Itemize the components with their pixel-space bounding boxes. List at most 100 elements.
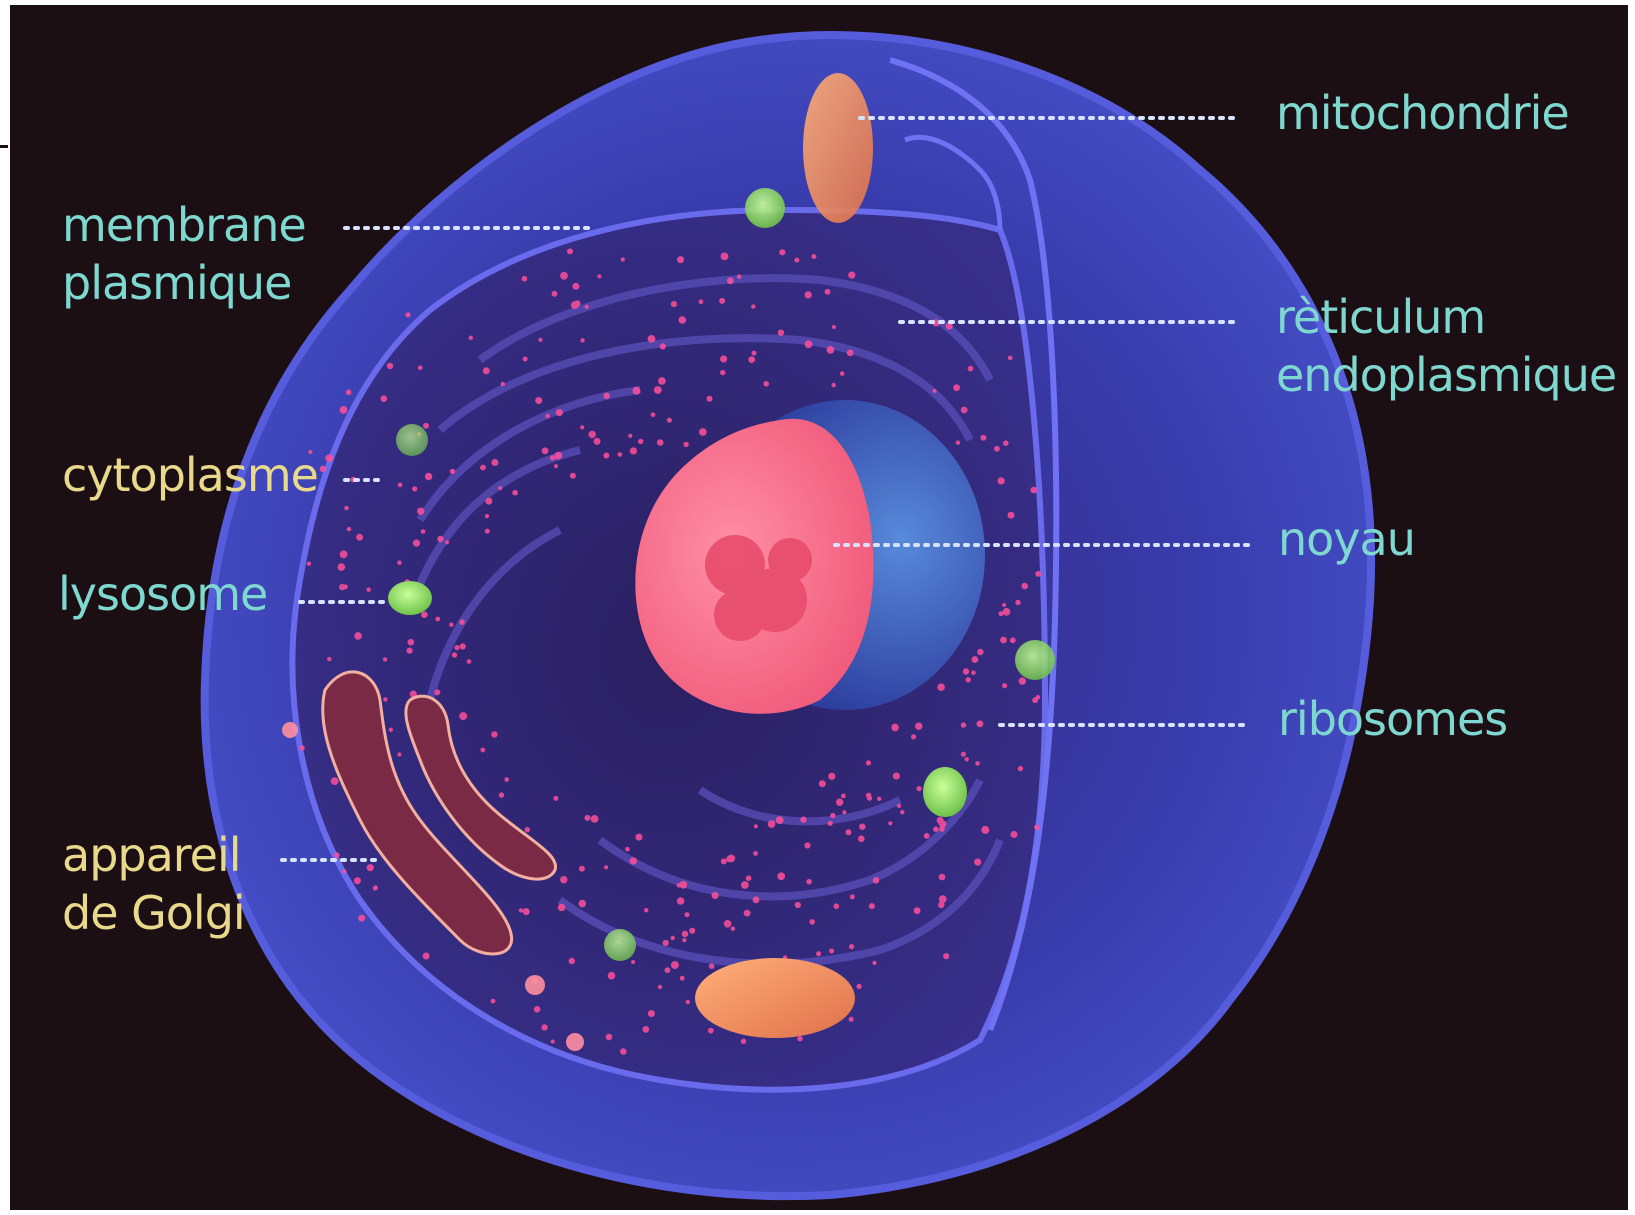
- mitochondrion-top: [803, 73, 873, 223]
- ribosome-dot: [579, 866, 585, 872]
- ribosome-dot: [679, 316, 687, 324]
- ribosome-dot: [1008, 512, 1015, 519]
- ribosome-dot: [721, 253, 729, 261]
- ribosome-dot: [721, 858, 727, 864]
- ribosome-dot: [589, 431, 596, 438]
- ribosome-dot: [726, 856, 732, 862]
- ribosome-dot: [554, 464, 558, 468]
- ribosome-dot: [320, 466, 327, 473]
- ribosome-dot: [888, 821, 892, 825]
- ribosome-dot: [338, 563, 346, 571]
- ribosome-dot: [667, 418, 672, 423]
- ribosome-dot: [961, 407, 968, 414]
- ribosome-dot: [459, 712, 467, 720]
- ribosome-dot: [850, 894, 855, 899]
- ribosome-dot: [523, 908, 530, 915]
- ribosome-dot: [519, 908, 523, 912]
- ribosome-dot: [630, 447, 637, 454]
- ribosome-dot: [933, 826, 939, 832]
- ribosome-dot: [658, 377, 666, 385]
- ribosome-dot: [356, 534, 363, 541]
- ribosome-dot: [939, 874, 946, 881]
- ribosome-dot: [836, 799, 843, 806]
- ribosome-dot: [535, 397, 542, 404]
- ribosome-dot: [358, 915, 365, 922]
- ribosome-dot: [570, 473, 576, 479]
- ribosome-dot: [331, 777, 339, 785]
- ribosome-dot: [677, 883, 682, 888]
- ribosome-dot: [579, 900, 587, 908]
- ribosome-dot: [832, 383, 836, 387]
- ribosome-dot: [709, 963, 715, 969]
- ribosome-dot: [911, 734, 916, 739]
- ribosome-dot: [671, 936, 675, 940]
- ribosome-dot: [724, 920, 732, 928]
- ribosome-dot: [961, 752, 966, 757]
- ribosome-dot: [707, 396, 713, 402]
- ribosome-dot: [604, 865, 608, 869]
- ribosome-dot: [754, 824, 758, 828]
- ribosome-dot: [900, 810, 904, 814]
- ribosome-dot: [585, 815, 591, 821]
- ribosome-dot: [917, 786, 922, 791]
- ribosome-dot: [628, 434, 632, 438]
- ribosome-dot: [347, 527, 351, 531]
- ribosome-dot: [522, 276, 528, 282]
- ribosome-dot: [768, 820, 776, 828]
- ribosome-dot: [797, 1036, 802, 1041]
- ribosome-dot: [859, 824, 865, 830]
- ribosome-dot: [956, 441, 960, 445]
- ribosome-dot: [828, 821, 833, 826]
- ribosome-dot: [727, 277, 734, 284]
- ribosome-dot: [1003, 440, 1009, 446]
- ribosome-dot: [806, 879, 812, 885]
- ribosome-dot: [425, 473, 432, 480]
- ribosome-dot: [866, 760, 871, 765]
- ribosome-dot: [480, 748, 485, 753]
- ribosome-dot: [423, 423, 429, 429]
- ribosome-dot: [383, 657, 387, 661]
- ribosome-dot: [830, 813, 835, 818]
- ribosome-dot: [398, 483, 403, 488]
- ribosome-dot: [849, 1017, 854, 1022]
- ribosome-dot: [556, 409, 563, 416]
- ribosome-dot: [708, 1028, 714, 1034]
- ribosome-dot: [720, 370, 725, 375]
- ribosome-dot: [648, 1010, 655, 1017]
- ribosome-dot: [541, 1024, 547, 1030]
- ribosome-dot: [819, 780, 826, 787]
- ribosome-dot: [603, 453, 609, 459]
- ribosome-dot: [712, 892, 719, 899]
- ribosome-dot: [334, 852, 340, 858]
- ribosome-dot: [893, 772, 900, 779]
- ribosome-dot: [744, 910, 751, 917]
- ribosome-dot: [651, 413, 656, 418]
- ribosome-dot: [857, 984, 862, 989]
- ribosome-dot: [567, 248, 573, 254]
- ribosome-dot: [914, 907, 921, 914]
- ribosome-dot: [972, 656, 979, 663]
- ribosome-dot: [825, 289, 831, 295]
- ribosome-dot: [1000, 637, 1007, 644]
- ribosome-dot: [763, 381, 769, 387]
- ribosome-dot: [965, 757, 969, 761]
- ribosome-dot: [545, 414, 550, 419]
- ribosome-dot: [1031, 487, 1038, 494]
- ribosome-dot: [459, 619, 465, 625]
- ribosome-dot: [834, 903, 840, 909]
- ribosome-dot: [1021, 583, 1028, 590]
- ribosome-dot: [633, 387, 641, 395]
- ribosome-dot: [971, 671, 976, 676]
- label-noyau: noyau: [1278, 510, 1415, 568]
- ribosome-dot: [644, 908, 648, 912]
- ribosome-dot: [867, 796, 872, 801]
- ribosome-dot: [597, 274, 601, 278]
- ribosome-dot: [585, 305, 589, 309]
- ribosome-dot: [846, 829, 852, 835]
- ribosome-dot: [580, 425, 584, 429]
- mitochondrion-bottom: [695, 958, 855, 1038]
- ribosome-dot: [648, 335, 656, 343]
- ribosome-dot: [435, 617, 440, 622]
- ribosome-dot: [689, 928, 695, 934]
- ribosome-dot: [800, 817, 806, 823]
